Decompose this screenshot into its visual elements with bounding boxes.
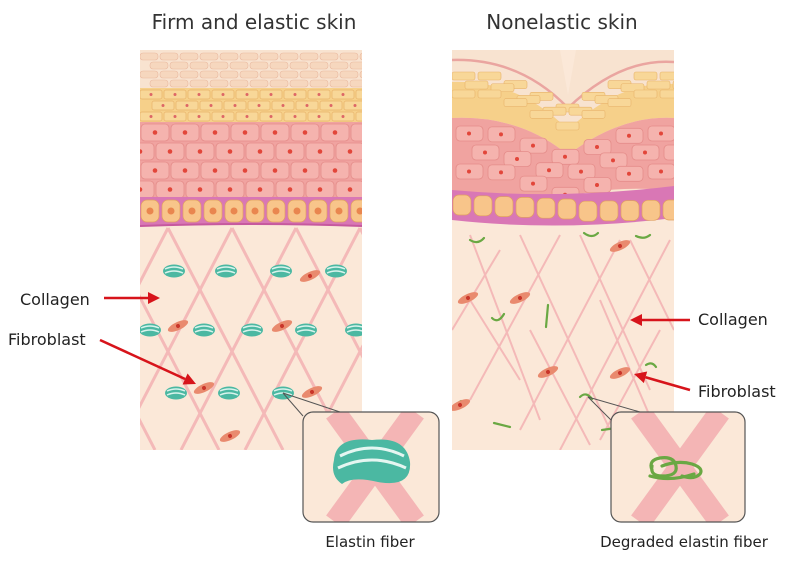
caption-elastin-fiber: Elastin fiber (325, 533, 415, 551)
elastin-fiber (218, 386, 240, 400)
fibroblasts-right (452, 240, 631, 411)
arrow-collagen-right (630, 314, 690, 326)
fibroblast (457, 292, 479, 304)
fibroblast (193, 382, 215, 394)
fibroblast (609, 240, 631, 252)
fibroblast (301, 386, 323, 398)
label-fibroblast-right: Fibroblast (698, 382, 776, 401)
fibroblast (299, 270, 321, 282)
fibroblast (271, 320, 293, 332)
fibroblast (167, 320, 189, 332)
fibroblast (509, 292, 531, 304)
zoom-box-degraded-elastin (587, 396, 746, 523)
collagen-fibers-left (140, 227, 362, 450)
degraded-elastin-zoomed (648, 456, 703, 481)
fibroblast (609, 367, 631, 379)
nonelastic-skin-panel (452, 50, 674, 450)
elastin-fiber (325, 264, 347, 278)
label-fibroblast-left: Fibroblast (8, 330, 86, 349)
title-nonelastic-skin: Nonelastic skin (486, 10, 638, 34)
elastin-fiber-zoomed (333, 439, 411, 484)
elastin-fiber (140, 323, 161, 337)
arrow-fibroblast-left (99, 338, 196, 385)
elastin-fiber (270, 264, 292, 278)
firm-skin-panel (140, 50, 362, 450)
fibroblast (219, 430, 241, 442)
zoom-box-elastin (282, 392, 440, 523)
fibroblast (452, 399, 471, 411)
elastin-fiber (345, 323, 362, 337)
label-collagen-right: Collagen (698, 310, 768, 329)
elastin-fibers-left (140, 264, 362, 400)
arrow-fibroblast-right (634, 371, 691, 392)
fibroblasts-left (167, 270, 323, 442)
elastin-fiber (215, 264, 237, 278)
elastin-fiber (295, 323, 317, 337)
arrow-collagen-left (104, 292, 160, 304)
elastin-fiber (165, 386, 187, 400)
epidermis-left (140, 50, 362, 227)
collagen-fibers-right (452, 234, 674, 450)
label-collagen-left: Collagen (20, 290, 90, 309)
elastin-fiber (241, 323, 263, 337)
caption-degraded-elastin-fiber: Degraded elastin fiber (600, 533, 768, 551)
fibroblast (537, 366, 559, 378)
epidermis-right (452, 50, 674, 226)
elastin-fiber (193, 323, 215, 337)
elastin-fiber (163, 264, 185, 278)
title-firm-skin: Firm and elastic skin (151, 10, 357, 34)
